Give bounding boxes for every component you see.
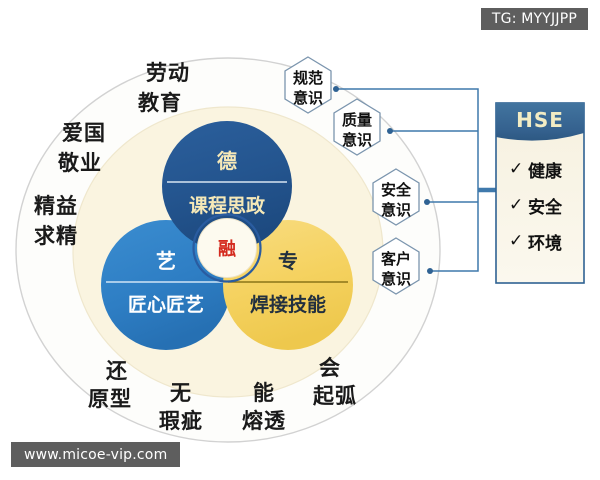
hexagon-customer-awareness[interactable]: 客户 意识: [372, 237, 420, 295]
outer-label-line: 教育: [138, 91, 182, 115]
venn-center-title: 融: [218, 239, 236, 260]
venn-center-rong[interactable]: 融: [192, 213, 262, 283]
hse-box[interactable]: HSE ✓ 健康 ✓ 安全 ✓ 环境: [495, 102, 585, 284]
outer-label-line: 劳动: [146, 61, 190, 85]
outer-ring-label-patriotism-dedication: 爱国 敬业: [57, 121, 106, 175]
outer-label-line: 能: [253, 381, 275, 405]
outer-label-line: 求精: [34, 224, 78, 248]
hexagon-label-line: 质量: [342, 111, 372, 129]
outer-ring-label-can-penetrate: 能 熔透: [242, 381, 286, 433]
outer-label-line: 瑕疵: [159, 409, 203, 433]
telegram-watermark: TG: MYYJJPP: [480, 8, 588, 30]
hexagon-quality-awareness[interactable]: 质量 意识: [333, 98, 381, 156]
hse-item-safety: ✓ 安全: [509, 195, 563, 218]
outer-ring-label-reducible-shape: 还 原型: [88, 359, 132, 411]
outer-ring-label-no-flaw: 无 瑕疵: [159, 381, 203, 433]
venn-zhuan-title: 专: [278, 249, 298, 273]
outer-label-line: 爱国: [62, 121, 106, 145]
venn-circle-de[interactable]: 德 课程思政: [162, 121, 292, 251]
venn-yi-subtitle: 匠心匠艺: [128, 294, 204, 316]
hse-item-environment: ✓ 环境: [509, 231, 562, 254]
venn-zhuan-subtitle: 焊接技能: [250, 293, 326, 316]
hse-item-label: 健康: [528, 161, 563, 182]
connector-node-safety: [424, 199, 430, 205]
outer-label-line: 原型: [88, 387, 132, 411]
site-watermark: www.micoe-vip.com: [11, 442, 181, 467]
outer-ring-label-labor-education: 劳动 教育: [138, 61, 190, 115]
connector-bracket: [333, 86, 496, 274]
hexagon-safety-awareness[interactable]: 安全 意识: [372, 168, 420, 226]
venn-de-subtitle: 课程思政: [189, 194, 266, 217]
connector-node-customer: [427, 268, 433, 274]
hexagon-label-line: 意识: [381, 201, 411, 219]
hexagon-label-line: 安全: [381, 181, 412, 199]
outer-label-line: 熔透: [242, 409, 286, 433]
connector-node-quality: [387, 128, 393, 134]
hexagon-label-line: 意识: [342, 131, 372, 149]
hexagon-label-line: 客户: [380, 250, 411, 268]
hse-item-label: 安全: [528, 197, 563, 218]
outer-label-line: 无: [170, 381, 192, 405]
venn-yi-title: 艺: [156, 249, 176, 273]
outer-label-line: 起弧: [312, 384, 357, 408]
outer-ring-label-can-strike-arc: 会 起弧: [312, 356, 357, 408]
check-icon: ✓: [509, 159, 523, 179]
outer-label-line: 敬业: [57, 151, 102, 175]
connector-node-standard: [333, 86, 339, 92]
outer-ring-label-excellence: 精益 求精: [34, 194, 78, 248]
hexagon-label-line: 规范: [293, 69, 323, 87]
outer-label-line: 还: [105, 359, 128, 383]
hse-title: HSE: [516, 108, 564, 132]
hse-item-health: ✓ 健康: [509, 159, 563, 182]
hse-item-label: 环境: [528, 233, 562, 254]
outer-label-line: 会: [319, 356, 341, 380]
hexagon-standard-awareness[interactable]: 规范 意识: [284, 56, 332, 114]
check-icon: ✓: [509, 231, 523, 251]
venn-de-title: 德: [217, 149, 237, 173]
hexagon-label-line: 意识: [381, 270, 411, 288]
outer-label-line: 精益: [34, 194, 78, 218]
check-icon: ✓: [509, 195, 523, 215]
hexagon-label-line: 意识: [293, 89, 323, 107]
